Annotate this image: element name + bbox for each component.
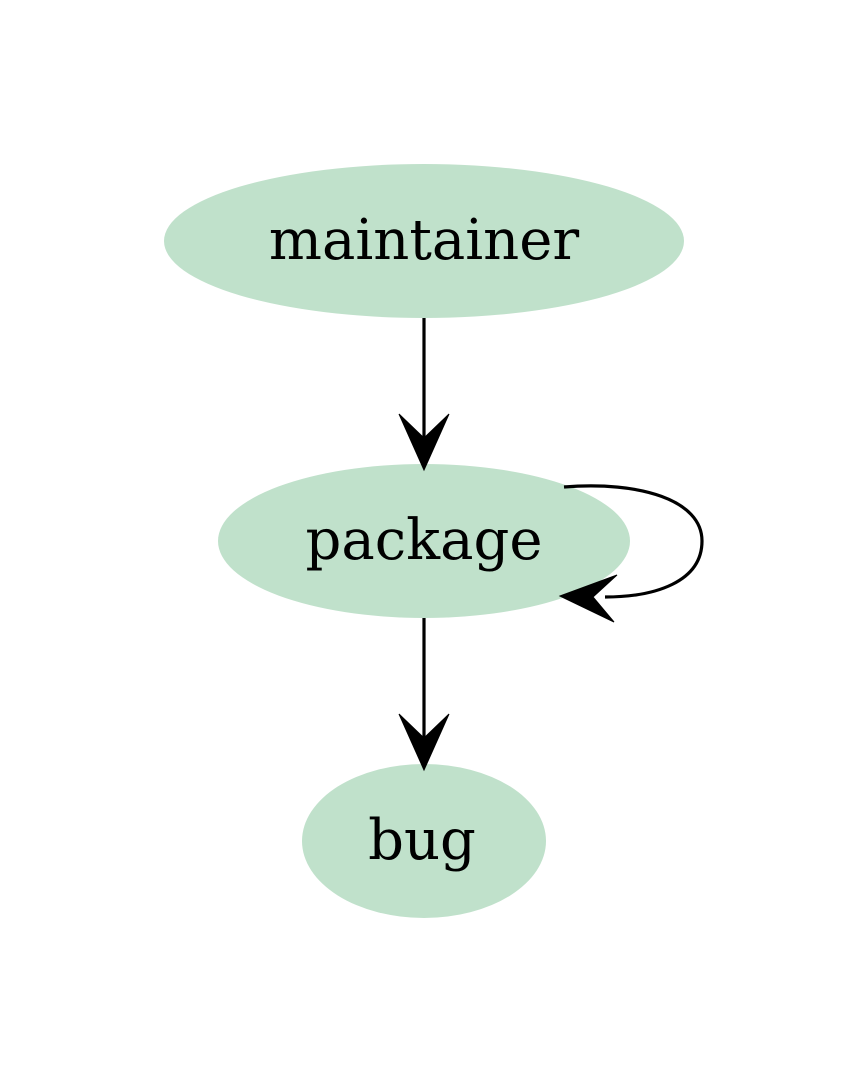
node-bug[interactable]: bug	[302, 764, 546, 918]
node-package[interactable]: package	[218, 464, 630, 618]
edge-package-self-loop-arrowhead	[558, 574, 618, 623]
node-package-label: package	[306, 508, 543, 573]
node-maintainer[interactable]: maintainer	[164, 164, 684, 318]
node-bug-label: bug	[368, 808, 476, 873]
edge-package-to-bug	[398, 618, 450, 772]
node-bug-shape	[302, 764, 546, 918]
edge-maintainer-to-package	[398, 318, 450, 472]
node-package-shape	[218, 464, 630, 618]
node-maintainer-shape	[164, 164, 684, 318]
edge-package-to-bug-arrowhead	[398, 713, 450, 772]
edge-package-self-loop-line	[563, 484, 704, 599]
edge-maintainer-to-package-arrowhead	[398, 413, 450, 472]
node-maintainer-label: maintainer	[269, 208, 579, 273]
edge-package-self-loop	[558, 484, 704, 623]
